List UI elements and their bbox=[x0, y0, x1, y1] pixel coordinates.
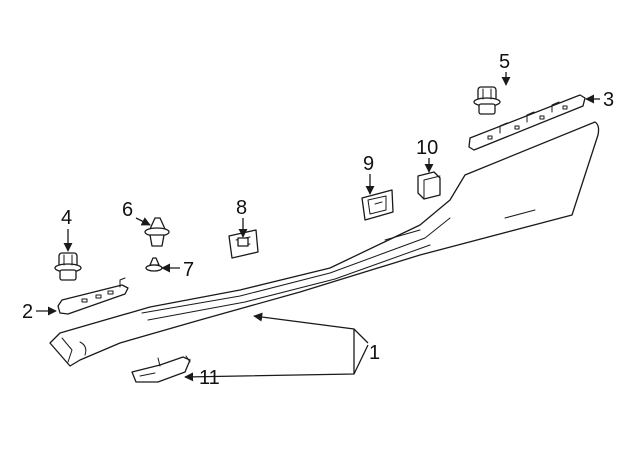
callout-3: 3 bbox=[603, 89, 614, 111]
callout-9: 9 bbox=[363, 153, 374, 175]
pin-fastener bbox=[145, 257, 163, 272]
callout-11: 11 bbox=[199, 367, 220, 389]
callout-6: 6 bbox=[122, 199, 133, 221]
retainer-clip bbox=[54, 252, 82, 281]
front-bracket bbox=[57, 277, 129, 315]
callout-2: 2 bbox=[22, 301, 33, 323]
push-clip bbox=[144, 217, 170, 247]
end-cap bbox=[417, 171, 441, 200]
rocker-panel-moulding bbox=[49, 121, 600, 367]
callout-10: 10 bbox=[416, 137, 438, 159]
retainer-clip-rear bbox=[473, 86, 501, 115]
callout-5: 5 bbox=[499, 51, 510, 73]
callout-7: 7 bbox=[183, 259, 194, 281]
callout-4: 4 bbox=[61, 207, 72, 229]
leader-lines bbox=[36, 72, 600, 382]
callout-1: 1 bbox=[369, 342, 380, 364]
moulding-holder bbox=[361, 189, 394, 221]
callout-8: 8 bbox=[236, 197, 247, 219]
lower-bracket bbox=[131, 355, 191, 383]
rear-bracket bbox=[468, 94, 586, 151]
